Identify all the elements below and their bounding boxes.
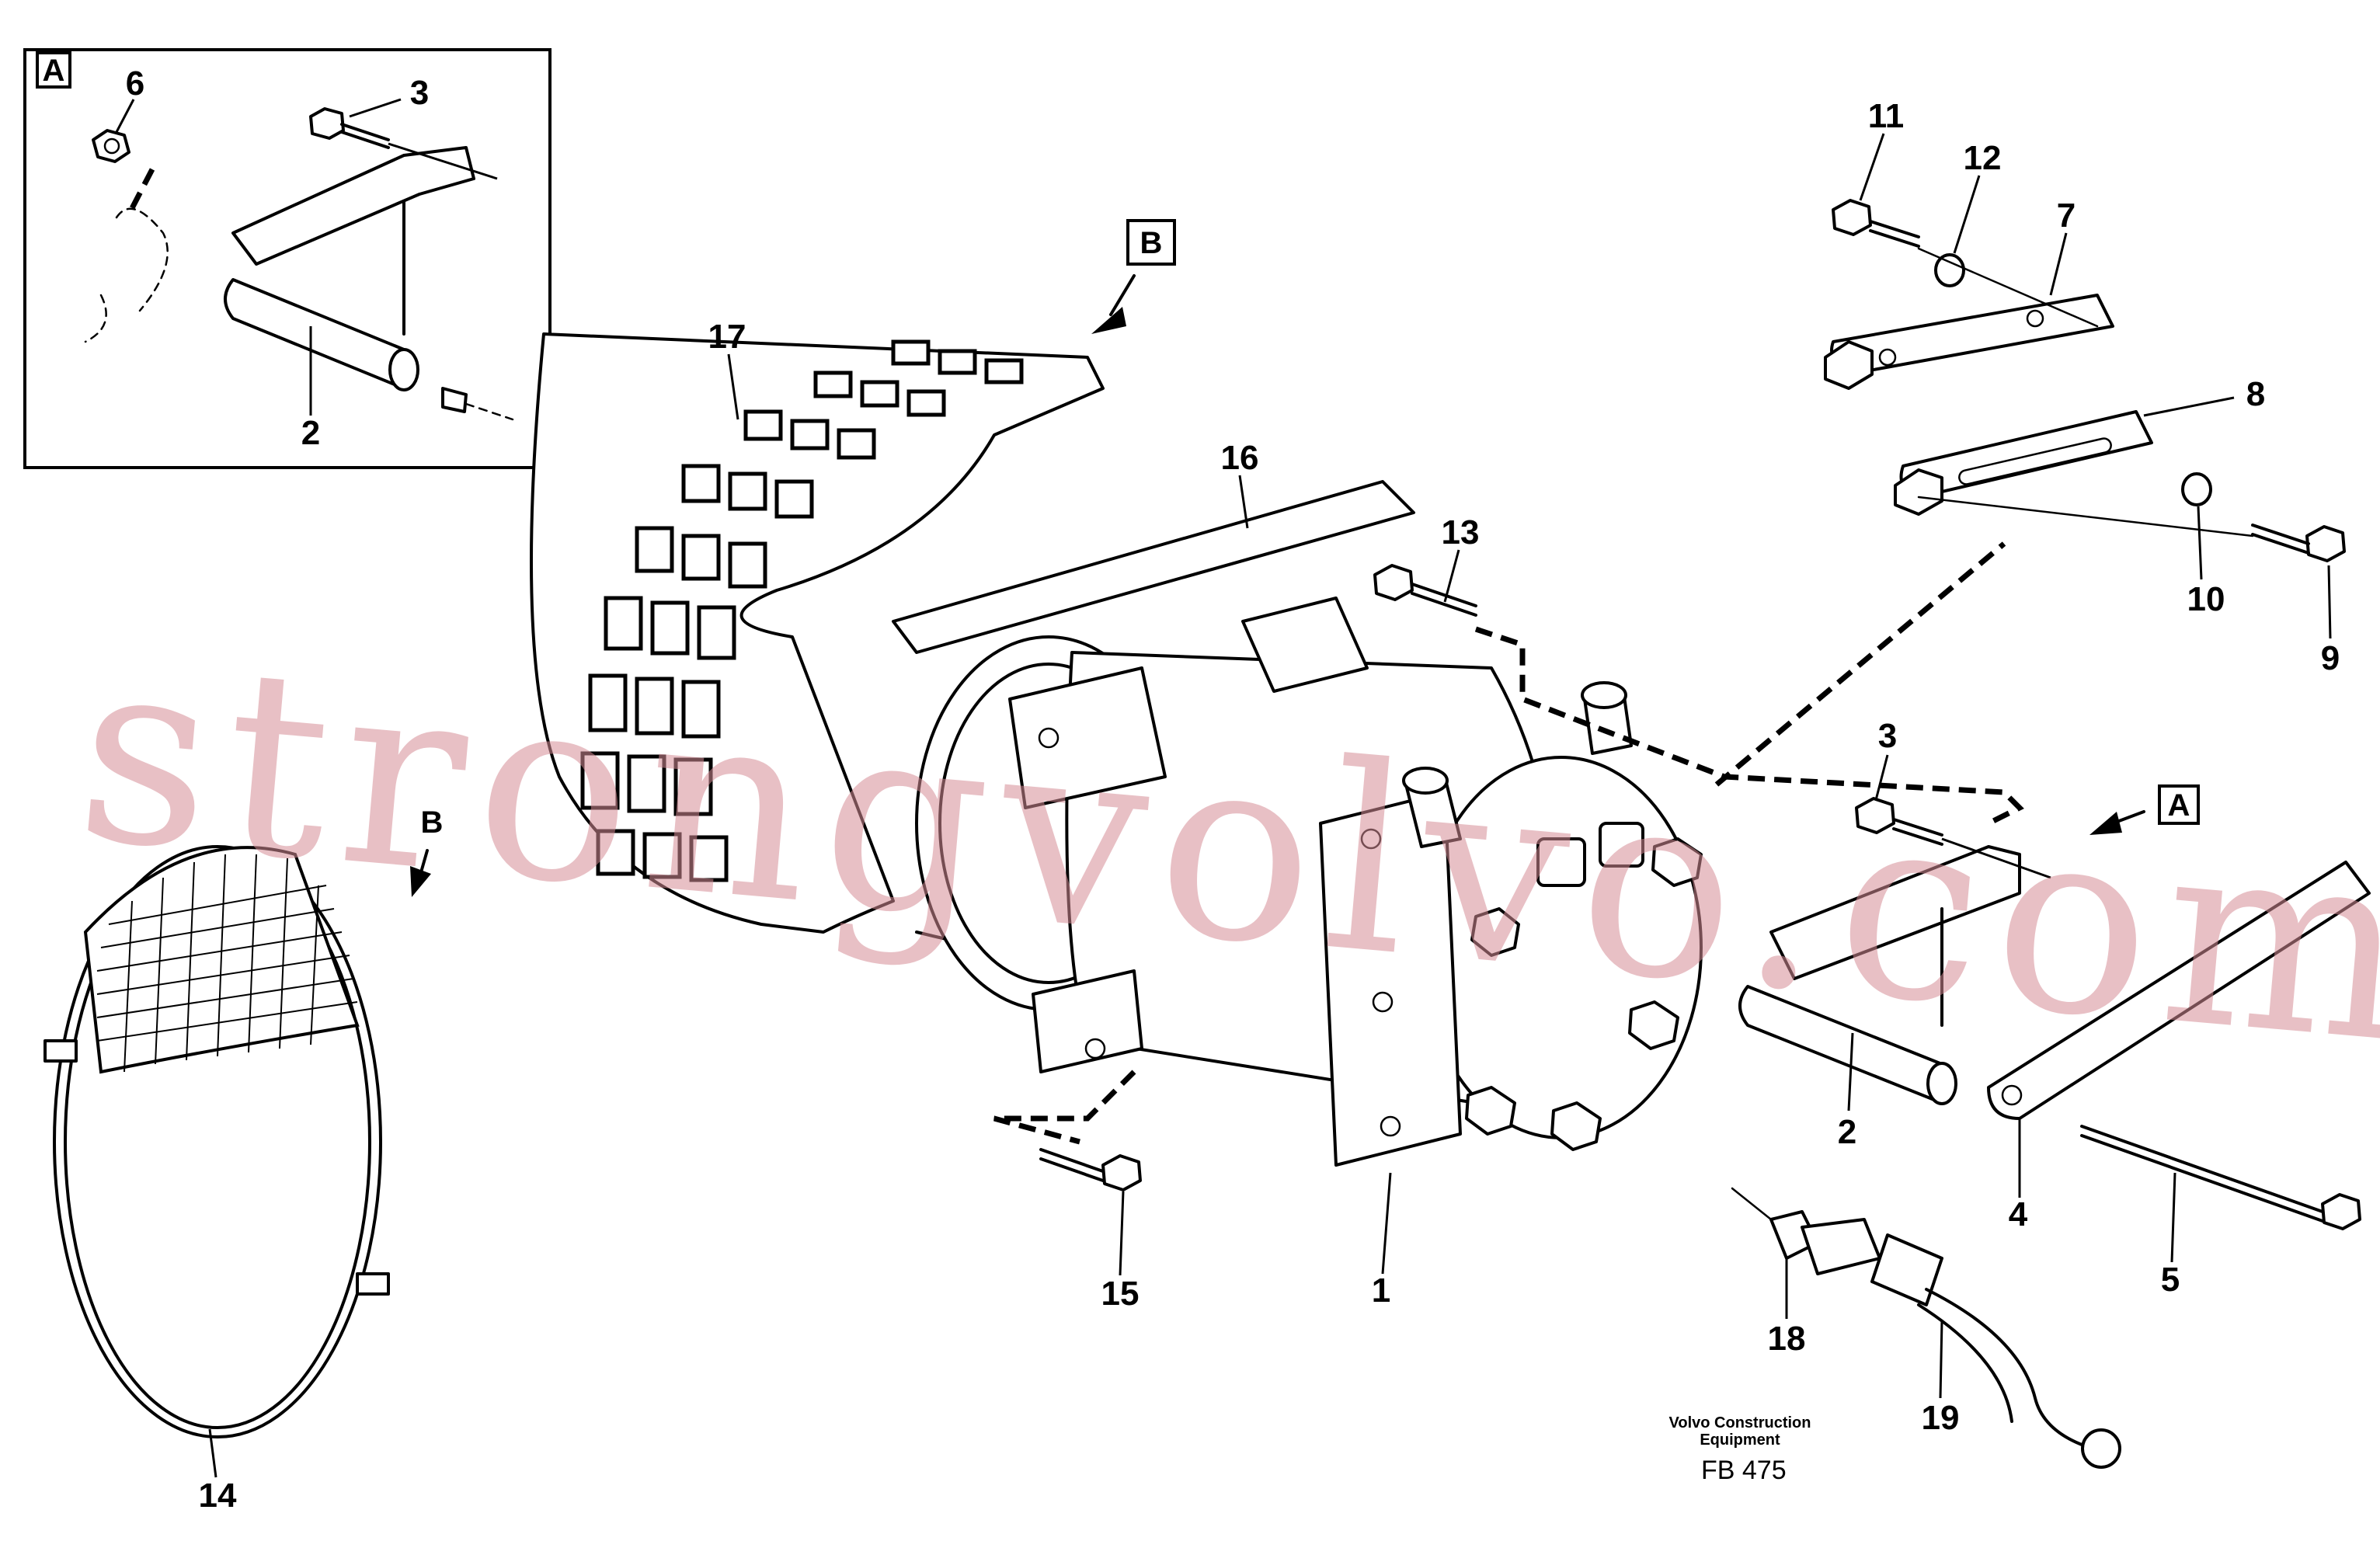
bottom-mount-lug	[1032, 969, 1143, 1073]
cable-19	[1870, 1233, 2121, 1469]
callout-5: 5	[2161, 1261, 2180, 1299]
adjust-link-7	[1824, 294, 2114, 390]
bracket-inset	[231, 146, 475, 266]
callout-1: 1	[1372, 1271, 1390, 1310]
callout-9: 9	[2321, 639, 2340, 677]
pin-2-inset	[224, 278, 413, 390]
view-arrow-b-top: B	[1091, 219, 1176, 334]
adjust-link-8	[1894, 410, 2153, 516]
drawing-code: FB 475	[1701, 1456, 1787, 1485]
callout-10: 10	[2187, 580, 2225, 618]
mount-path-link	[1714, 541, 2006, 787]
callout-15: 15	[1101, 1275, 1140, 1313]
top-mount-lug	[1241, 597, 1369, 693]
rear-mount-plate	[1319, 791, 1462, 1167]
bolt-11	[1832, 199, 1920, 248]
callout-4: 4	[2009, 1195, 2028, 1233]
callout-3-inset: 3	[410, 74, 429, 112]
fan-ring-14	[43, 845, 390, 1438]
washer-10	[2181, 472, 2212, 506]
view-a-label: A	[2168, 788, 2190, 823]
inset-tag-label: A	[43, 54, 65, 88]
view-arrow-b-left: B	[410, 805, 443, 897]
callout-7: 7	[2057, 197, 2076, 235]
inset-tag-box	[36, 51, 71, 89]
callout-2-inset: 2	[301, 414, 320, 452]
mount-path-lower	[993, 1070, 1136, 1145]
bolt-13	[1373, 564, 1477, 617]
nut-6-inset	[92, 129, 130, 163]
view-b-left-label: B	[421, 805, 444, 840]
view-arrow-a: A	[2089, 784, 2200, 835]
front-mount-lug	[1008, 666, 1167, 809]
inset-detail-a: A 6 3 2	[23, 48, 552, 469]
mesh-pattern	[96, 854, 358, 1073]
callout-11: 11	[1868, 97, 1905, 135]
bolt-9	[2251, 524, 2346, 562]
callout-18: 18	[1768, 1320, 1806, 1358]
pressure-switch-18	[1731, 1187, 1881, 1275]
bolt-5	[2080, 1125, 2361, 1230]
fan-guard-17	[530, 332, 1105, 934]
fan-guard-grid	[580, 339, 1024, 882]
bolt-3-main	[1855, 797, 2051, 879]
compressor-1	[915, 597, 1703, 1167]
callout-12: 12	[1964, 139, 2002, 177]
callout-16: 16	[1221, 439, 1259, 477]
company-line2: Equipment	[1700, 1431, 1780, 1449]
callout-8: 8	[2246, 375, 2265, 413]
callout-17: 17	[708, 318, 746, 356]
view-b-top-label: B	[1140, 226, 1163, 260]
arm-4	[1987, 861, 2371, 1120]
callout-3-main: 3	[1878, 717, 1897, 755]
callout-2-main: 2	[1838, 1113, 1856, 1151]
bracket-2-main	[1738, 845, 2021, 1105]
callout-13: 13	[1442, 513, 1480, 551]
bolt-3-inset	[309, 107, 345, 140]
company-line1: Volvo Construction	[1669, 1414, 1811, 1431]
bolt-15	[1039, 1148, 1142, 1191]
callout-19: 19	[1922, 1399, 1960, 1437]
callout-6: 6	[126, 64, 144, 103]
callout-14: 14	[199, 1477, 237, 1515]
washer-12	[1934, 253, 1965, 287]
